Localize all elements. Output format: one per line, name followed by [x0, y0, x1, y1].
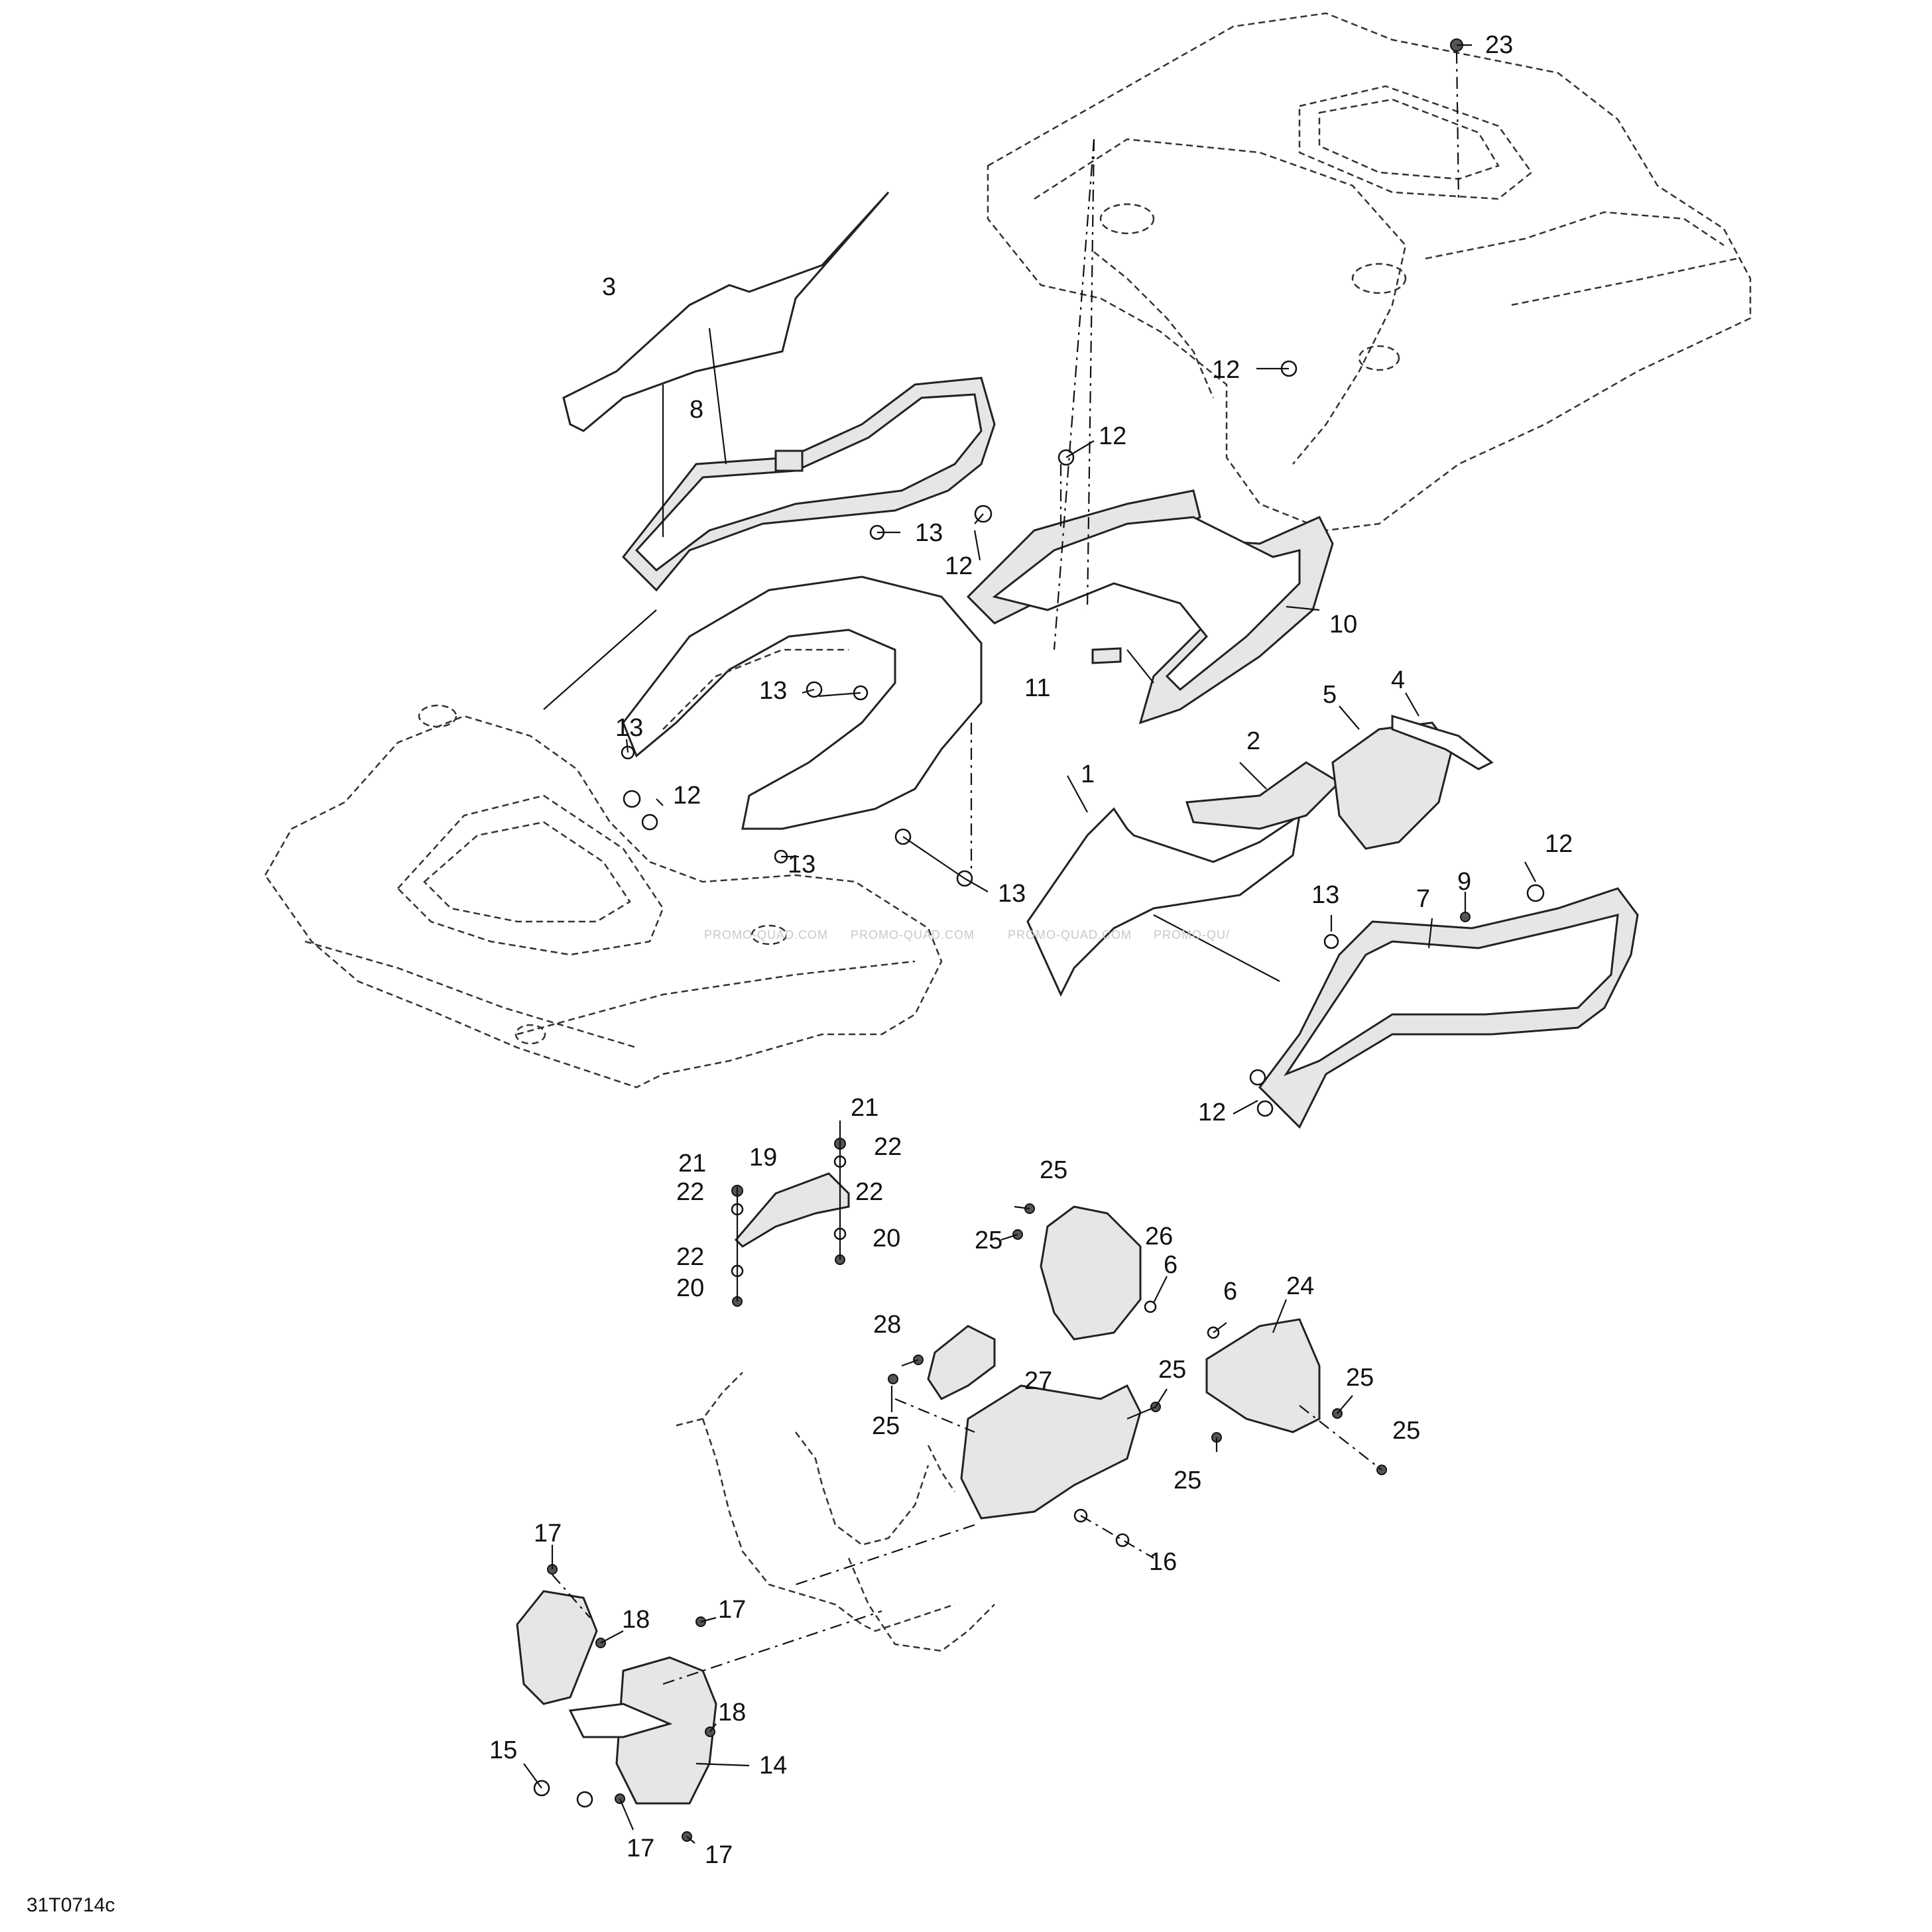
part-26-guard — [1040, 1205, 1142, 1341]
callout-15: 15 — [489, 1736, 517, 1764]
callout-28: 28 — [873, 1311, 901, 1339]
callout-1: 1 — [1081, 760, 1095, 788]
fastener-25 — [888, 1374, 898, 1384]
fastener-9 — [1460, 912, 1471, 922]
part-2-trim — [1185, 761, 1341, 830]
part-27-skid-plate — [960, 1384, 1142, 1520]
callout-5: 5 — [1323, 681, 1337, 709]
front-rack-cover — [622, 575, 983, 830]
callout-12: 12 — [945, 552, 973, 580]
part-10-rack-support — [966, 489, 1334, 725]
leader-lines — [523, 44, 1536, 1844]
callout-17: 17 — [627, 1835, 654, 1862]
watermark-text: PROMO-QU/ — [1154, 928, 1230, 941]
fastener-13 — [1323, 934, 1339, 949]
callout-20: 20 — [873, 1225, 900, 1252]
callout-4: 4 — [1391, 666, 1405, 694]
callout-12: 12 — [1545, 830, 1573, 858]
callout-6: 6 — [1223, 1278, 1237, 1305]
part-4-strip — [1391, 714, 1494, 770]
callout-26: 26 — [1145, 1223, 1173, 1250]
callout-11: 11 — [1024, 674, 1050, 702]
callout-25: 25 — [1346, 1364, 1374, 1392]
callout-18: 18 — [622, 1606, 650, 1634]
watermark-text: PROMO-QUAD.COM — [851, 928, 975, 941]
callout-2: 2 — [1246, 727, 1260, 755]
part-19-handle — [734, 1172, 850, 1248]
callout-12: 12 — [1212, 356, 1240, 384]
watermark-text: PROMO-QUAD.COM — [1008, 928, 1132, 941]
callout-27: 27 — [1024, 1367, 1052, 1395]
callout-12: 12 — [1099, 422, 1126, 450]
part-24-guard — [1205, 1318, 1321, 1433]
part-28-guard — [927, 1325, 996, 1400]
callout-18: 18 — [718, 1699, 746, 1726]
part-14-front-guard — [516, 1590, 717, 1805]
part-7-side-panel — [1258, 887, 1639, 1129]
part-1-decal — [1026, 807, 1301, 997]
fastener-12 — [1256, 1100, 1274, 1117]
fastener-16 — [1115, 1533, 1130, 1547]
callout-23: 23 — [1485, 31, 1513, 59]
callout-25: 25 — [1158, 1356, 1186, 1384]
part-3-decal — [562, 191, 890, 432]
part-8-side-panel — [621, 377, 996, 592]
part-11-label — [1091, 647, 1122, 664]
callout-9: 9 — [1457, 868, 1471, 896]
callout-17: 17 — [534, 1520, 562, 1547]
callout-13: 13 — [915, 519, 943, 547]
callout-6: 6 — [1164, 1251, 1177, 1279]
callout-24: 24 — [1286, 1272, 1314, 1300]
fastener-12 — [1249, 1069, 1266, 1086]
frame — [676, 1372, 995, 1652]
front-fender-body — [264, 704, 943, 1089]
fastener-12 — [623, 790, 641, 808]
callout-10: 10 — [1329, 611, 1357, 638]
callout-16: 16 — [1149, 1548, 1177, 1576]
callout-21: 21 — [851, 1094, 878, 1122]
callout-22: 22 — [855, 1178, 883, 1206]
callout-12: 12 — [673, 782, 701, 810]
callout-7: 7 — [1416, 885, 1430, 913]
callout-17: 17 — [718, 1596, 746, 1624]
watermark-text: PROMO-QUAD.COM — [704, 928, 828, 941]
drawing-code: 31T0714c — [27, 1894, 115, 1916]
callout-12: 12 — [1198, 1099, 1226, 1126]
fastener-6 — [1144, 1300, 1157, 1313]
callout-22: 22 — [676, 1178, 704, 1206]
callout-25: 25 — [975, 1227, 1002, 1254]
fastener-15 — [576, 1791, 593, 1808]
fastener-12 — [1526, 884, 1545, 902]
callout-25: 25 — [1040, 1156, 1067, 1184]
callout-25: 25 — [872, 1412, 900, 1440]
callout-17: 17 — [705, 1841, 733, 1869]
callout-3: 3 — [602, 273, 616, 301]
callout-22: 22 — [874, 1133, 902, 1161]
rear-fender-body — [987, 12, 1752, 532]
callout-8: 8 — [690, 396, 703, 424]
callout-22: 22 — [676, 1243, 704, 1271]
watermarks: PROMO-QUAD.COM PROMO-QUAD.COM PROMO-QUAD… — [704, 928, 1230, 941]
callout-14: 14 — [759, 1752, 787, 1780]
callout-20: 20 — [676, 1274, 704, 1302]
fastener-12 — [641, 814, 658, 831]
callouts: 23 3 12 8 12 13 12 10 13 11 4 5 13 2 1 1… — [489, 31, 1573, 1869]
callout-13: 13 — [788, 851, 815, 878]
callout-25: 25 — [1392, 1417, 1420, 1445]
callout-21: 21 — [678, 1150, 706, 1177]
callout-13: 13 — [759, 677, 787, 705]
callout-13: 13 — [615, 714, 643, 742]
callout-13: 13 — [998, 880, 1026, 908]
callout-19: 19 — [749, 1144, 777, 1172]
callout-13: 13 — [1311, 881, 1339, 909]
callout-25: 25 — [1174, 1467, 1201, 1494]
